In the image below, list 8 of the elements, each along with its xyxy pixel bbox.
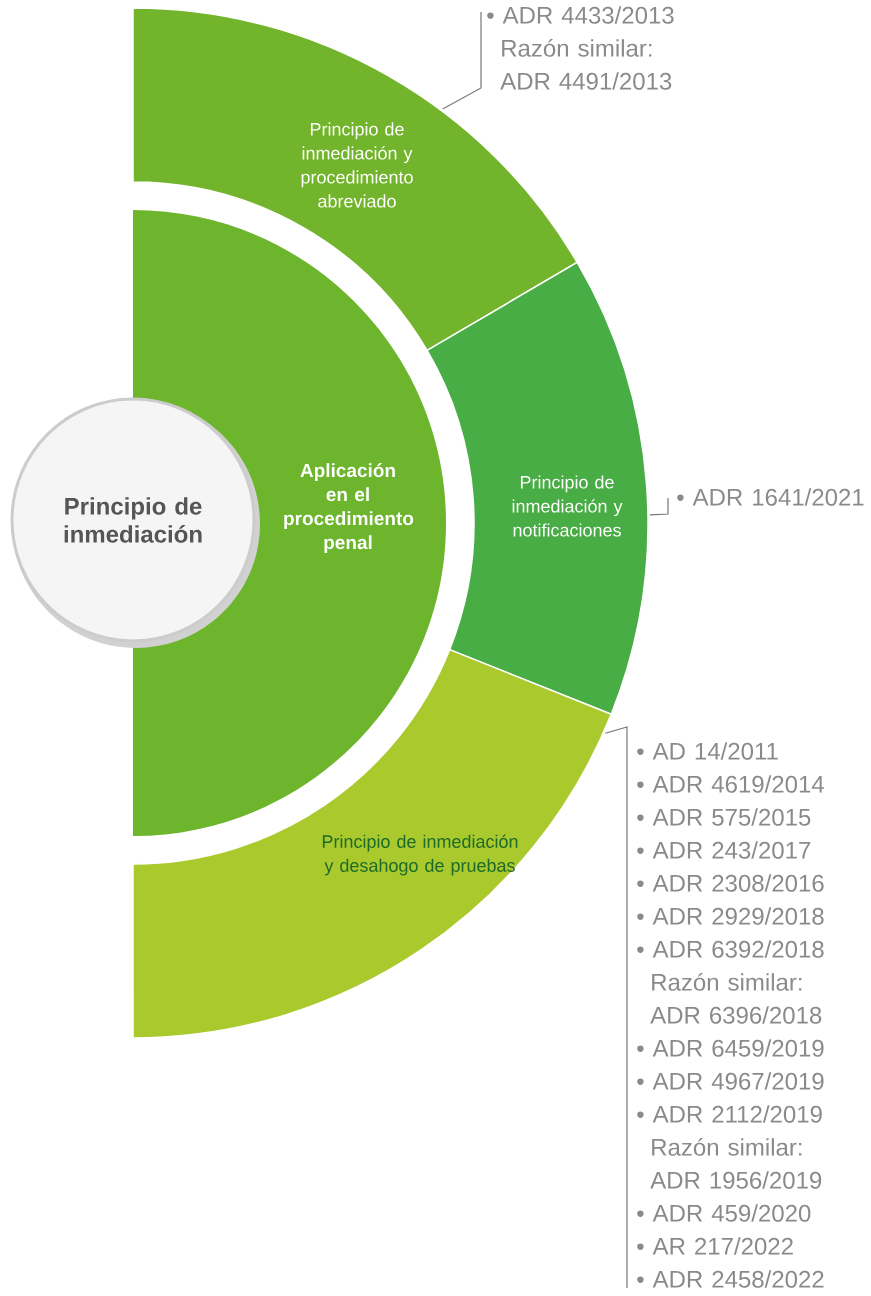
ring-segment: Principio de inmediación y desahogo de pruebas — [132, 648, 612, 1039]
ring-segment: Principio de inmediación y notificaciones — [426, 261, 649, 715]
leader-line — [604, 726, 628, 1289]
leader-line — [442, 11, 482, 110]
case-list: • AD 14/2011 • ADR 4619/2014 • ADR 575/2015 • ADR 243/2017 • ADR 2308/2016 • ADR 2929/2018 • ADR 6392/2018 Razón similar: ADR 6396/2018 • ADR 6459/2019 • ADR 4967/2019 • ADR 2112/2019 Razón similar: ADR 1956/2019 • ADR 459/2020 • AR 217/2022 • ADR 2458/2022 — [637, 742, 824, 1288]
leader-line — [649, 497, 669, 516]
node-label: Aplicación en el procedimiento penal — [284, 463, 414, 553]
case-list: • ADR 1641/2021 — [677, 488, 864, 506]
